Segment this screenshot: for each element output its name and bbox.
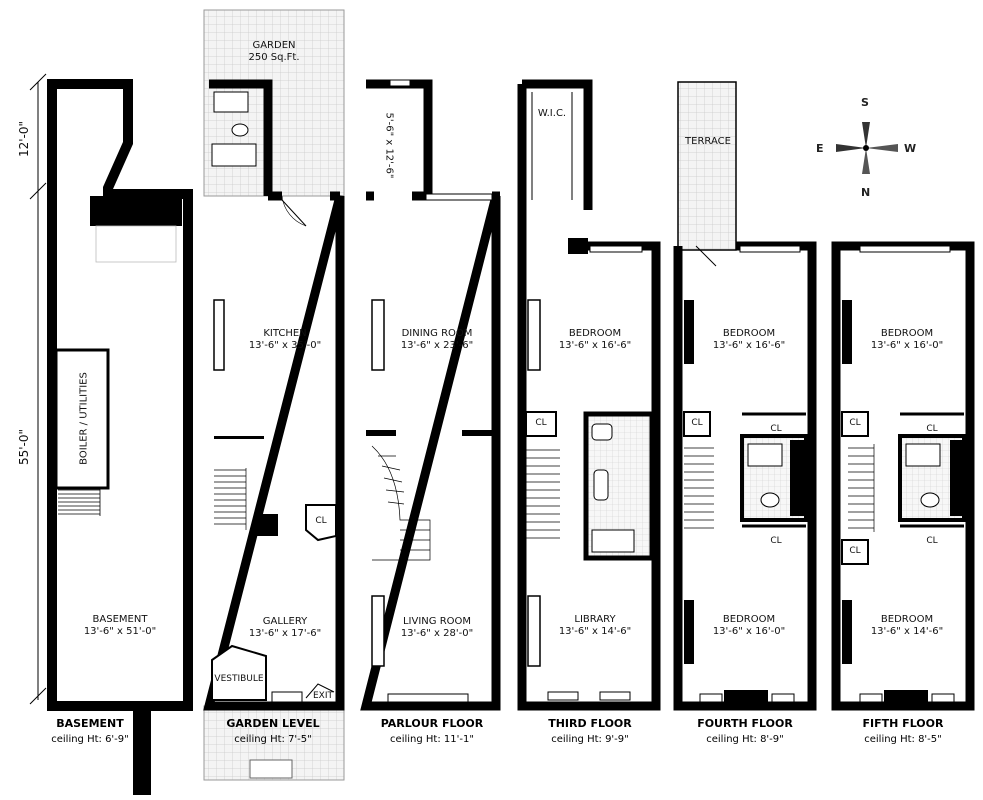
exit-label: EXIT xyxy=(312,691,333,701)
fifth-closet-label-1: CL xyxy=(849,418,861,428)
floor-ceiling-garden-level: ceiling Ht: 7'-5" xyxy=(234,734,312,745)
third-bedroom-name: BEDROOM xyxy=(568,328,622,339)
floor-title-garden-level: GARDEN LEVEL xyxy=(226,717,320,730)
floor-title-third: THIRD FLOOR xyxy=(548,717,632,730)
basement-room-name: BASEMENT xyxy=(92,614,148,625)
fourth-closet-label-1: CL xyxy=(691,418,703,428)
gallery-name: GALLERY xyxy=(262,616,308,627)
floor-ceiling-fourth: ceiling Ht: 8'-9" xyxy=(706,734,784,745)
kitchen-size: 13'-6" x 35'-0" xyxy=(248,340,322,351)
third-floor-plan xyxy=(517,79,661,711)
fourth-bedroom-front-name: BEDROOM xyxy=(722,614,776,625)
garden-size: 250 Sq.Ft. xyxy=(248,52,300,63)
floor-title-fifth: FIFTH FLOOR xyxy=(862,717,944,730)
dining-room-name: DINING ROOM xyxy=(401,328,473,339)
fifth-bedroom-front-size: 13'-6" x 14'-6" xyxy=(870,626,944,637)
gallery-size: 13'-6" x 17'-6" xyxy=(248,628,322,639)
dimension-12ft: 12'-0" xyxy=(17,120,31,158)
kitchen-name: KITCHEN xyxy=(263,328,307,339)
third-closet-label: CL xyxy=(535,418,547,428)
fourth-bedroom-rear-size: 13'-6" x 16'-6" xyxy=(712,340,786,351)
wic-label: W.I.C. xyxy=(537,108,567,119)
floor-ceiling-third: ceiling Ht: 9'-9" xyxy=(551,734,629,745)
terrace-label: TERRACE xyxy=(685,136,731,147)
fourth-closet-label-2: CL xyxy=(770,424,782,434)
third-bedroom-size: 13'-6" x 16'-6" xyxy=(558,340,632,351)
compass-rose-icon xyxy=(836,122,898,174)
living-room-size: 13'-6" x 28'-0" xyxy=(400,628,474,639)
fifth-closet-label-2: CL xyxy=(926,424,938,434)
fifth-bedroom-rear-size: 13'-6" x 16'-0" xyxy=(870,340,944,351)
floor-title-basement: BASEMENT xyxy=(56,717,124,730)
dimension-55ft: 55'-0" xyxy=(17,428,31,466)
fifth-floor-plan xyxy=(831,241,975,711)
fourth-bedroom-front-size: 13'-6" x 16'-0" xyxy=(712,626,786,637)
dimension-line xyxy=(29,73,47,705)
fourth-floor-plan xyxy=(673,81,817,711)
fifth-closet-label-4: CL xyxy=(926,536,938,546)
fourth-closet-label-3: CL xyxy=(770,536,782,546)
garden-name: GARDEN xyxy=(252,40,296,51)
library-size: 13'-6" x 14'-6" xyxy=(558,626,632,637)
parlour-rear-room-size: 5'-6" x 12'-6" xyxy=(383,112,395,179)
boiler-utilities-label: BOILER / UTILITIES xyxy=(78,372,90,465)
fifth-closet-label-3: CL xyxy=(849,546,861,556)
floor-title-parlour: PARLOUR FLOOR xyxy=(380,717,484,730)
garden-closet-label: CL xyxy=(315,516,327,526)
compass-north-label: N xyxy=(861,186,871,199)
garden-level-plan xyxy=(203,9,345,781)
basement-room-size: 13'-6" x 51'-0" xyxy=(83,626,157,637)
floor-title-fourth: FOURTH FLOOR xyxy=(697,717,793,730)
vestibule-label: VESTIBULE xyxy=(214,674,264,684)
fifth-bedroom-front-name: BEDROOM xyxy=(880,614,934,625)
fifth-bedroom-rear-name: BEDROOM xyxy=(880,328,934,339)
basement-plan xyxy=(47,79,193,795)
compass-west-label: W xyxy=(904,142,917,155)
compass-east-label: E xyxy=(816,142,824,155)
compass-south-label: S xyxy=(861,96,869,109)
floor-ceiling-basement: ceiling Ht: 6'-9" xyxy=(51,734,129,745)
parlour-floor-plan xyxy=(360,79,501,711)
floor-ceiling-parlour: ceiling Ht: 11'-1" xyxy=(390,734,474,745)
dining-room-size: 13'-6" x 23'-6" xyxy=(400,340,474,351)
floor-ceiling-fifth: ceiling Ht: 8'-5" xyxy=(864,734,942,745)
fourth-bedroom-rear-name: BEDROOM xyxy=(722,328,776,339)
living-room-name: LIVING ROOM xyxy=(402,616,472,627)
library-name: LIBRARY xyxy=(574,614,616,625)
